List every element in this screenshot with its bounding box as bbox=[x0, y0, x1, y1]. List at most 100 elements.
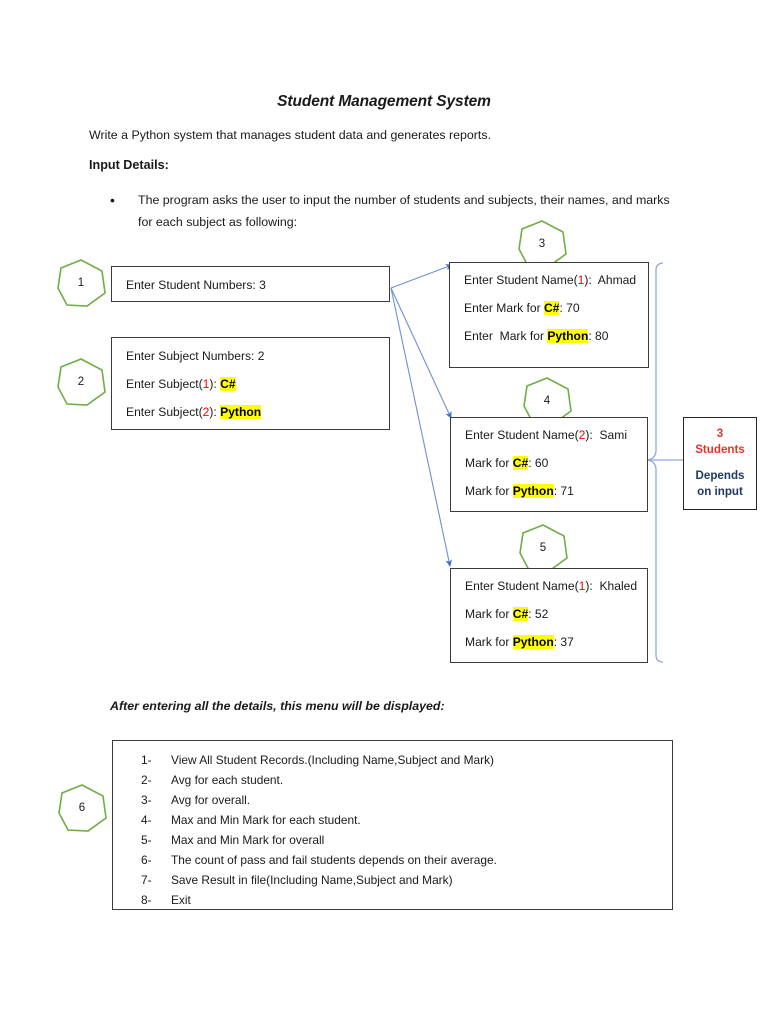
menu-item-label: Avg for each student. bbox=[171, 773, 284, 787]
student-1-mark-2-subject: Python bbox=[547, 329, 589, 343]
subject-2-prompt: Enter Subject(2): Python bbox=[126, 405, 262, 419]
student-1-mark-1-subject: C# bbox=[543, 301, 560, 315]
page-title: Student Management System bbox=[277, 93, 491, 110]
menu-item[interactable]: 7- Save Result in file(Including Name,Sub… bbox=[141, 870, 497, 890]
menu-item-number: 4- bbox=[141, 813, 152, 827]
heptagon-shape bbox=[57, 259, 106, 307]
marker-number: 1 bbox=[77, 277, 85, 289]
student-1-mark-1-prefix: Enter Mark for bbox=[464, 301, 544, 315]
box-enter-subject-numbers: Enter Subject Numbers: 2 Enter Subject(1… bbox=[111, 337, 390, 430]
marker-heptagon-6: 6 bbox=[56, 783, 108, 833]
subject-2-prefix: Enter Subject( bbox=[126, 405, 203, 419]
callout-count-number: 3 bbox=[716, 427, 724, 440]
student-3-name-prompt: Enter Student Name(1): Khaled bbox=[465, 579, 637, 593]
student-1-name-value: Ahmad bbox=[597, 273, 637, 287]
student-2-name-prefix: Enter Student Name( bbox=[465, 428, 579, 442]
subject-2-separator: ): bbox=[209, 405, 221, 419]
arrow-to-student2 bbox=[390, 287, 452, 419]
callout-note: Depends on input bbox=[684, 468, 756, 499]
bullet-dot-icon: • bbox=[110, 192, 115, 208]
menu-item[interactable]: 5- Max and Min Mark for overall bbox=[141, 830, 497, 850]
menu-item-number: 1- bbox=[141, 753, 152, 767]
marker-number: 4 bbox=[543, 395, 551, 407]
menu-item[interactable]: 2- Avg for each student. bbox=[141, 770, 497, 790]
menu-item-number: 6- bbox=[141, 853, 152, 867]
student-1-mark-2: Enter Mark for Python: 80 bbox=[464, 329, 609, 343]
student-2-name-index: 2 bbox=[578, 428, 586, 442]
student-2-mark-2-subject: Python bbox=[512, 484, 554, 498]
student-3-mark-2-prefix: Mark for bbox=[465, 635, 513, 649]
box-student-1: Enter Student Name(1): Ahmad Enter Mark … bbox=[449, 262, 649, 368]
menu-item-number: 8- bbox=[141, 893, 152, 907]
right-brace bbox=[646, 262, 664, 663]
menu-item-label: Max and Min Mark for overall bbox=[171, 833, 325, 847]
bullet-paragraph: • The program asks the user to input the… bbox=[110, 190, 680, 233]
menu-item[interactable]: 3-Avg for overall. bbox=[141, 790, 497, 810]
menu-item-number: 3- bbox=[141, 793, 152, 807]
callout-count-label: Students bbox=[695, 442, 745, 456]
callout-note-line-2: on input bbox=[697, 484, 743, 498]
menu-item[interactable]: 8-Exit bbox=[141, 890, 497, 910]
menu-item[interactable]: 4- Max and Min Mark for each student. bbox=[141, 810, 497, 830]
subject-numbers-prompt: Enter Subject Numbers: 2 bbox=[126, 349, 265, 363]
student-2-mark-1-prefix: Mark for bbox=[465, 456, 513, 470]
box-student-2: Enter Student Name(2): Sami Mark for C#:… bbox=[450, 417, 648, 512]
menu-item-number: 5- bbox=[141, 833, 152, 847]
student-2-mark-2-value: : 71 bbox=[553, 484, 574, 498]
subject-1-prompt: Enter Subject(1): C# bbox=[126, 377, 236, 391]
bullet-text: The program asks the user to input the n… bbox=[138, 193, 670, 229]
subject-1-separator: ): bbox=[209, 377, 221, 391]
arrow-group bbox=[390, 264, 453, 567]
subject-1-prefix: Enter Subject( bbox=[126, 377, 203, 391]
menu-item-number: 7- bbox=[141, 873, 152, 887]
student-1-name-prefix: Enter Student Name( bbox=[464, 273, 578, 287]
student-2-name-prompt: Enter Student Name(2): Sami bbox=[465, 428, 627, 442]
arrow-to-student1 bbox=[390, 264, 453, 289]
marker-heptagon-2: 2 bbox=[55, 357, 107, 407]
student-3-name-prefix: Enter Student Name( bbox=[465, 579, 579, 593]
student-1-name-separator: ): bbox=[584, 273, 598, 287]
subject-1-value: C# bbox=[220, 377, 236, 391]
box-enter-student-numbers: Enter Student Numbers: 3 bbox=[111, 266, 390, 302]
menu-item-label: View All Student Records.(Including Name… bbox=[171, 753, 494, 767]
marker-heptagon-1: 1 bbox=[55, 258, 107, 308]
marker-number: 3 bbox=[538, 238, 546, 250]
student-1-name-index: 1 bbox=[577, 273, 585, 287]
heptagon-shape bbox=[57, 358, 106, 406]
student-2-mark-1-subject: C# bbox=[512, 456, 529, 470]
intro-paragraph: Write a Python system that manages stude… bbox=[89, 128, 492, 142]
box-menu: 1- View All Student Records.(Including Na… bbox=[112, 740, 673, 910]
student-3-mark-2-subject: Python bbox=[512, 635, 554, 649]
student-3-name-value: Khaled bbox=[599, 579, 638, 593]
student-2-mark-2-prefix: Mark for bbox=[465, 484, 513, 498]
menu-item-label: Save Result in file(Including Name,Subje… bbox=[171, 873, 453, 887]
menu-list: 1- View All Student Records.(Including Na… bbox=[141, 750, 497, 910]
marker-number: 6 bbox=[78, 802, 86, 814]
student-3-mark-1-value: : 52 bbox=[528, 607, 549, 621]
section-heading-input-details: Input Details: bbox=[89, 158, 169, 172]
menu-item-number: 2- bbox=[141, 773, 152, 787]
student-1-name-prompt: Enter Student Name(1): Ahmad bbox=[464, 273, 636, 287]
heptagon-shape bbox=[58, 784, 107, 832]
student-3-mark-2: Mark for Python: 37 bbox=[465, 635, 574, 649]
student-2-name-value: Sami bbox=[599, 428, 628, 442]
student-3-name-index: 1 bbox=[578, 579, 586, 593]
student-numbers-prompt: Enter Student Numbers: 3 bbox=[126, 278, 266, 292]
student-3-name-separator: ): bbox=[585, 579, 600, 593]
callout-count: 3 Students bbox=[684, 426, 756, 457]
marker-number: 2 bbox=[77, 376, 85, 388]
student-2-mark-2: Mark for Python: 71 bbox=[465, 484, 574, 498]
student-3-mark-2-value: : 37 bbox=[553, 635, 574, 649]
menu-item-label: Max and Min Mark for each student. bbox=[171, 813, 361, 827]
subject-2-index: 2 bbox=[202, 405, 210, 419]
box-student-3: Enter Student Name(1): Khaled Mark for C… bbox=[450, 568, 648, 663]
callout-depends-on-input: 3 Students Depends on input bbox=[683, 417, 757, 510]
menu-item[interactable]: 1- View All Student Records.(Including Na… bbox=[141, 750, 497, 770]
menu-caption: After entering all the details, this men… bbox=[110, 699, 445, 713]
menu-item[interactable]: 6-The count of pass and fail students de… bbox=[141, 850, 497, 870]
marker-heptagon-5: 5 bbox=[517, 523, 569, 573]
callout-note-line-1: Depends bbox=[695, 469, 745, 483]
student-2-mark-1: Mark for C#: 60 bbox=[465, 456, 548, 470]
student-1-mark-1: Enter Mark for C#: 70 bbox=[464, 301, 580, 315]
